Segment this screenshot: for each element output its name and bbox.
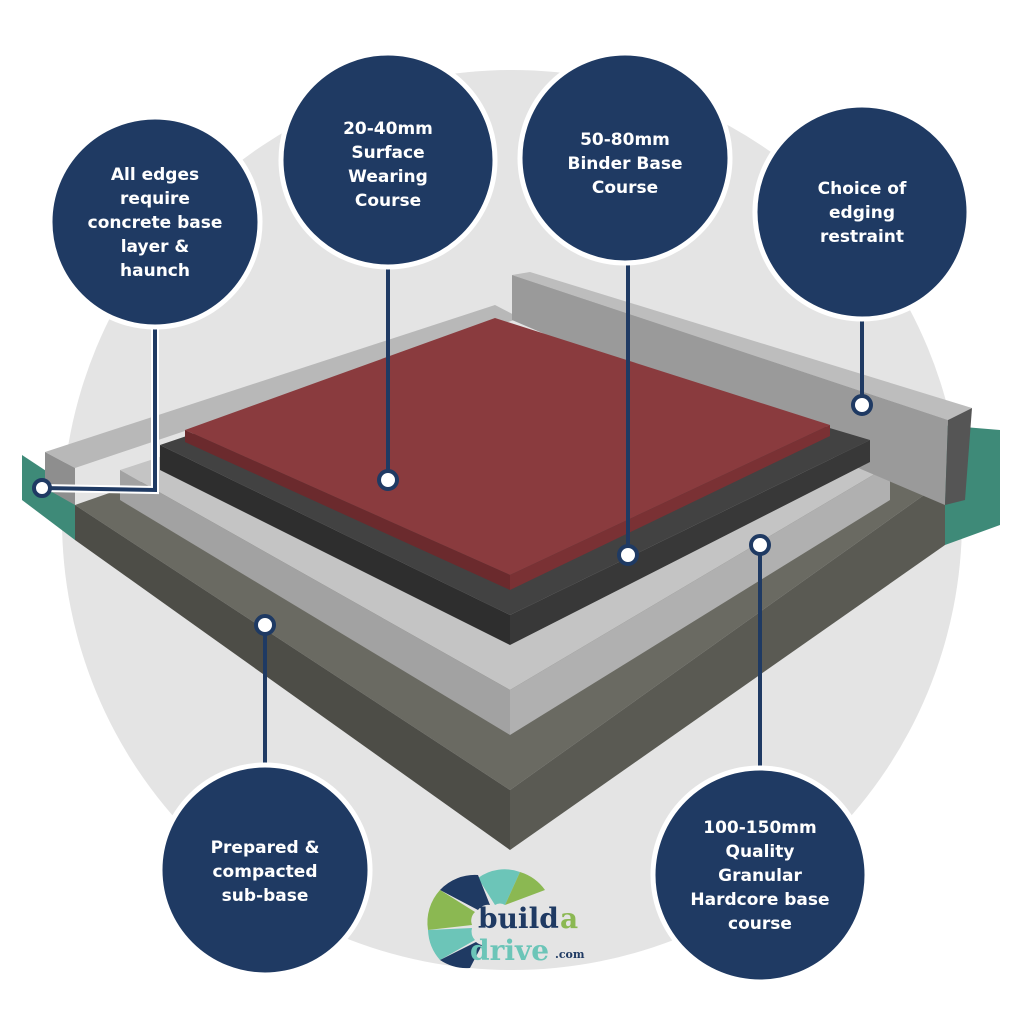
svg-text:require: require bbox=[120, 189, 190, 209]
svg-text:20-40mm: 20-40mm bbox=[343, 119, 433, 139]
marker-dot bbox=[749, 534, 771, 556]
svg-text:concrete base: concrete base bbox=[88, 213, 223, 233]
svg-text:edging: edging bbox=[829, 203, 895, 223]
marker-dot bbox=[377, 469, 399, 491]
svg-text:Course: Course bbox=[592, 178, 658, 198]
svg-text:50-80mm: 50-80mm bbox=[580, 130, 670, 150]
svg-text:Prepared &: Prepared & bbox=[211, 838, 320, 858]
svg-text:Granular: Granular bbox=[718, 866, 802, 886]
svg-text:restraint: restraint bbox=[820, 227, 904, 247]
ground-left bbox=[22, 455, 75, 540]
svg-text:.com: .com bbox=[555, 948, 585, 961]
svg-text:sub-base: sub-base bbox=[222, 886, 309, 906]
svg-text:a: a bbox=[560, 902, 578, 935]
svg-text:haunch: haunch bbox=[120, 261, 190, 281]
callout-edging: Choice of edging restraint bbox=[752, 102, 972, 322]
svg-text:Quality: Quality bbox=[726, 842, 795, 862]
svg-text:All edges: All edges bbox=[111, 165, 199, 185]
svg-text:layer &: layer & bbox=[121, 237, 190, 257]
leader-lines bbox=[32, 262, 873, 768]
surface-layer bbox=[185, 318, 830, 590]
marker-dot bbox=[851, 394, 873, 416]
builda-drive-logo: build a drive .com bbox=[427, 869, 585, 969]
callout-hardcore: 100-150mm Quality Granular Hardcore base… bbox=[650, 765, 870, 985]
svg-text:Binder Base: Binder Base bbox=[568, 154, 683, 174]
callout-binder: 50-80mm Binder Base Course bbox=[517, 50, 733, 266]
svg-text:Wearing: Wearing bbox=[348, 167, 428, 187]
marker-dot bbox=[617, 544, 639, 566]
svg-text:100-150mm: 100-150mm bbox=[703, 818, 816, 838]
callout-subbase: Prepared & compacted sub-base bbox=[157, 762, 373, 978]
callout-edges: All edges require concrete base layer & … bbox=[47, 114, 263, 330]
svg-text:drive: drive bbox=[470, 934, 549, 967]
marker-dot bbox=[254, 614, 276, 636]
svg-text:course: course bbox=[728, 914, 792, 934]
svg-text:compacted: compacted bbox=[212, 862, 317, 882]
svg-text:Course: Course bbox=[355, 191, 421, 211]
callout-surface: 20-40mm Surface Wearing Course bbox=[278, 50, 498, 270]
marker-dot bbox=[32, 478, 52, 498]
svg-text:build: build bbox=[478, 902, 559, 935]
svg-text:Hardcore base: Hardcore base bbox=[690, 890, 829, 910]
svg-text:Choice of: Choice of bbox=[818, 179, 907, 199]
svg-text:Surface: Surface bbox=[351, 143, 424, 163]
